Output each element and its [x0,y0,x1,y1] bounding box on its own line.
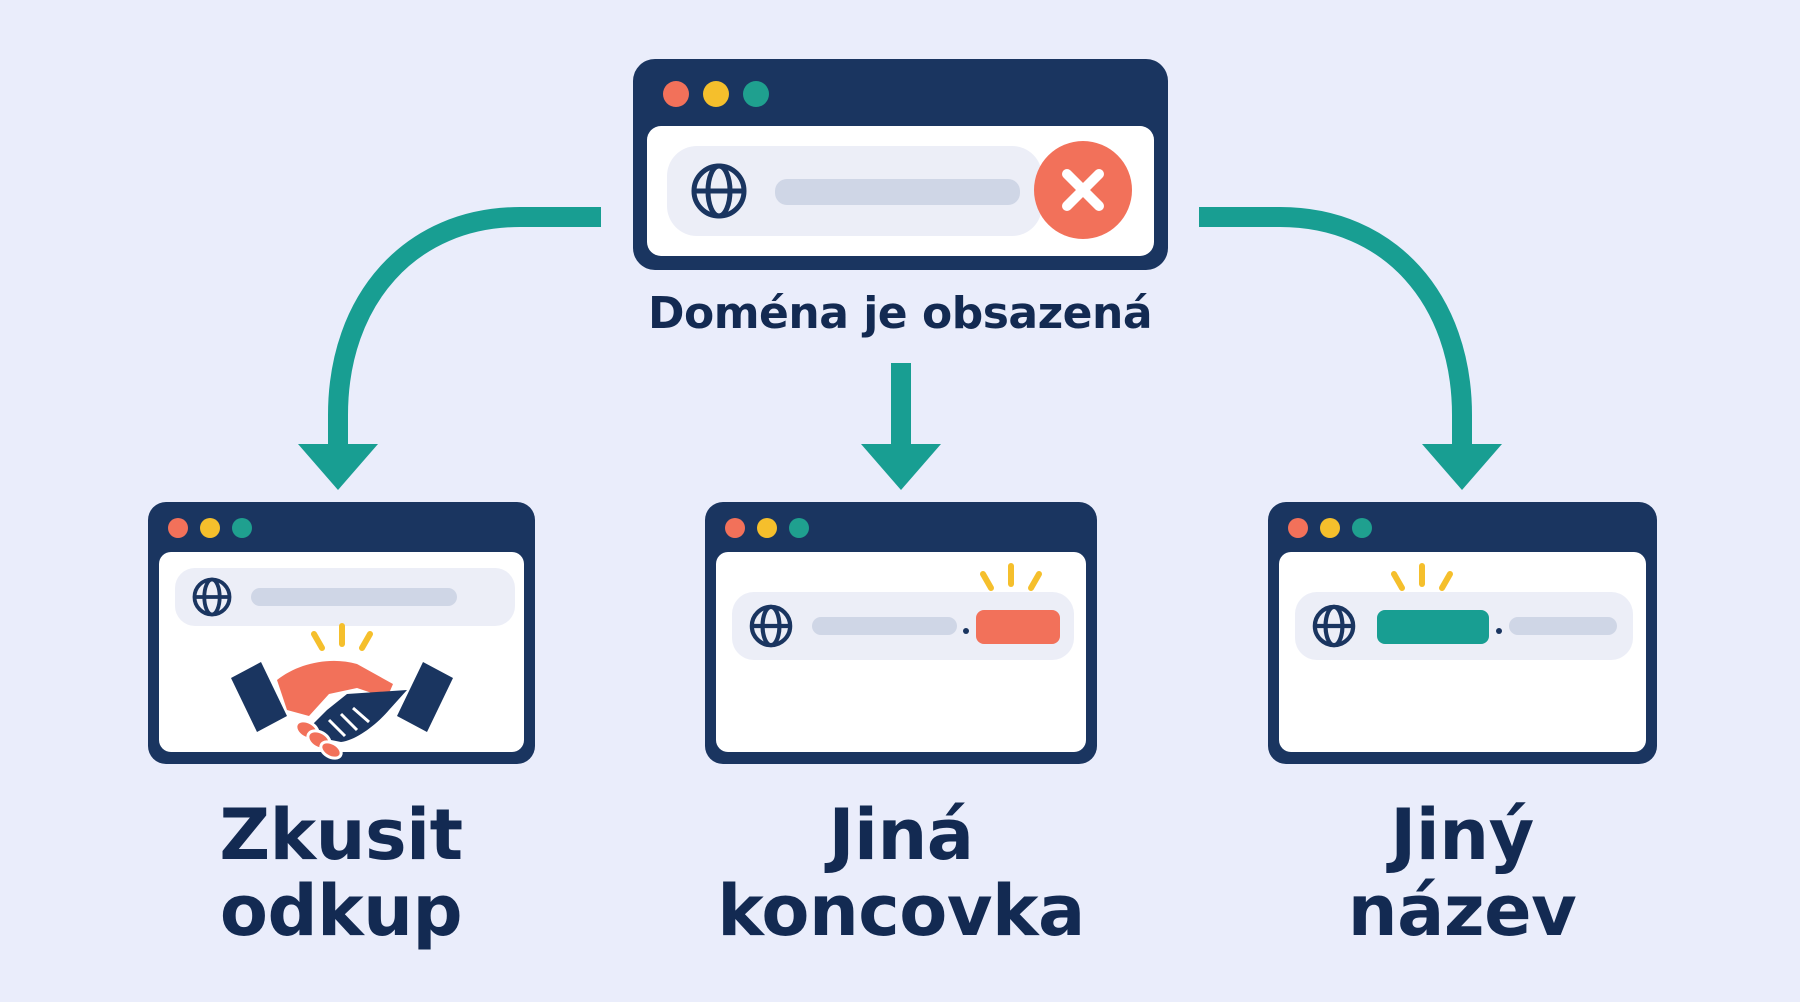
close-dot [1288,518,1308,538]
name-highlight [1377,610,1489,644]
option-caption-name: Jiný název [1262,797,1662,949]
window-controls [168,518,252,538]
top-browser-window [633,59,1168,270]
arrow-left-path [328,207,601,450]
globe-icon [192,577,232,617]
minimize-dot [200,518,220,538]
maximize-dot [1352,518,1372,538]
window-content [647,126,1154,256]
maximize-dot [789,518,809,538]
globe-icon [749,604,793,648]
option-window-name [1268,502,1657,764]
window-controls [725,518,809,538]
highlight-sparkle-icon [980,563,1042,591]
handshake-icon [231,623,453,760]
window-content [1279,552,1646,752]
caption-line2: koncovka [717,870,1085,952]
address-bar [1295,592,1633,660]
minimize-dot [1320,518,1340,538]
address-placeholder [775,179,1020,205]
close-dot [725,518,745,538]
caption-line1: Jiný [1390,794,1534,876]
globe-icon [1312,604,1356,648]
address-bar [175,568,515,626]
window-content [159,552,524,760]
option-caption-tld: Jiná koncovka [681,797,1121,949]
address-placeholder [251,588,457,606]
top-caption: Doména je obsazená [647,288,1153,339]
tld-highlight [976,610,1060,644]
close-dot [168,518,188,538]
highlight-sparkle-icon [1391,563,1453,591]
arrow-right-path [1199,207,1472,450]
window-content [716,552,1086,752]
tld-placeholder [1509,617,1617,635]
arrow-center-head [861,444,941,490]
option-window-tld [705,502,1097,764]
minimize-dot [757,518,777,538]
window-controls [663,81,769,107]
address-bar [667,146,1042,236]
window-controls [1288,518,1372,538]
minimize-dot [703,81,729,107]
arrow-left-head [298,444,378,490]
option-window-buyout [148,502,535,764]
caption-line1: Jiná [828,794,974,876]
dot-separator [1496,628,1502,634]
close-icon [1034,141,1132,239]
globe-icon [691,163,747,219]
option-caption-buyout: Zkusit odkup [141,797,541,949]
domain-name-placeholder [812,617,957,635]
maximize-dot [743,81,769,107]
close-dot [663,81,689,107]
arrow-right-head [1422,444,1502,490]
maximize-dot [232,518,252,538]
dot-separator [963,628,969,634]
caption-line2: název [1347,870,1577,952]
caption-line2: odkup [219,870,463,952]
caption-line1: Zkusit [219,794,463,876]
address-bar [732,592,1074,660]
